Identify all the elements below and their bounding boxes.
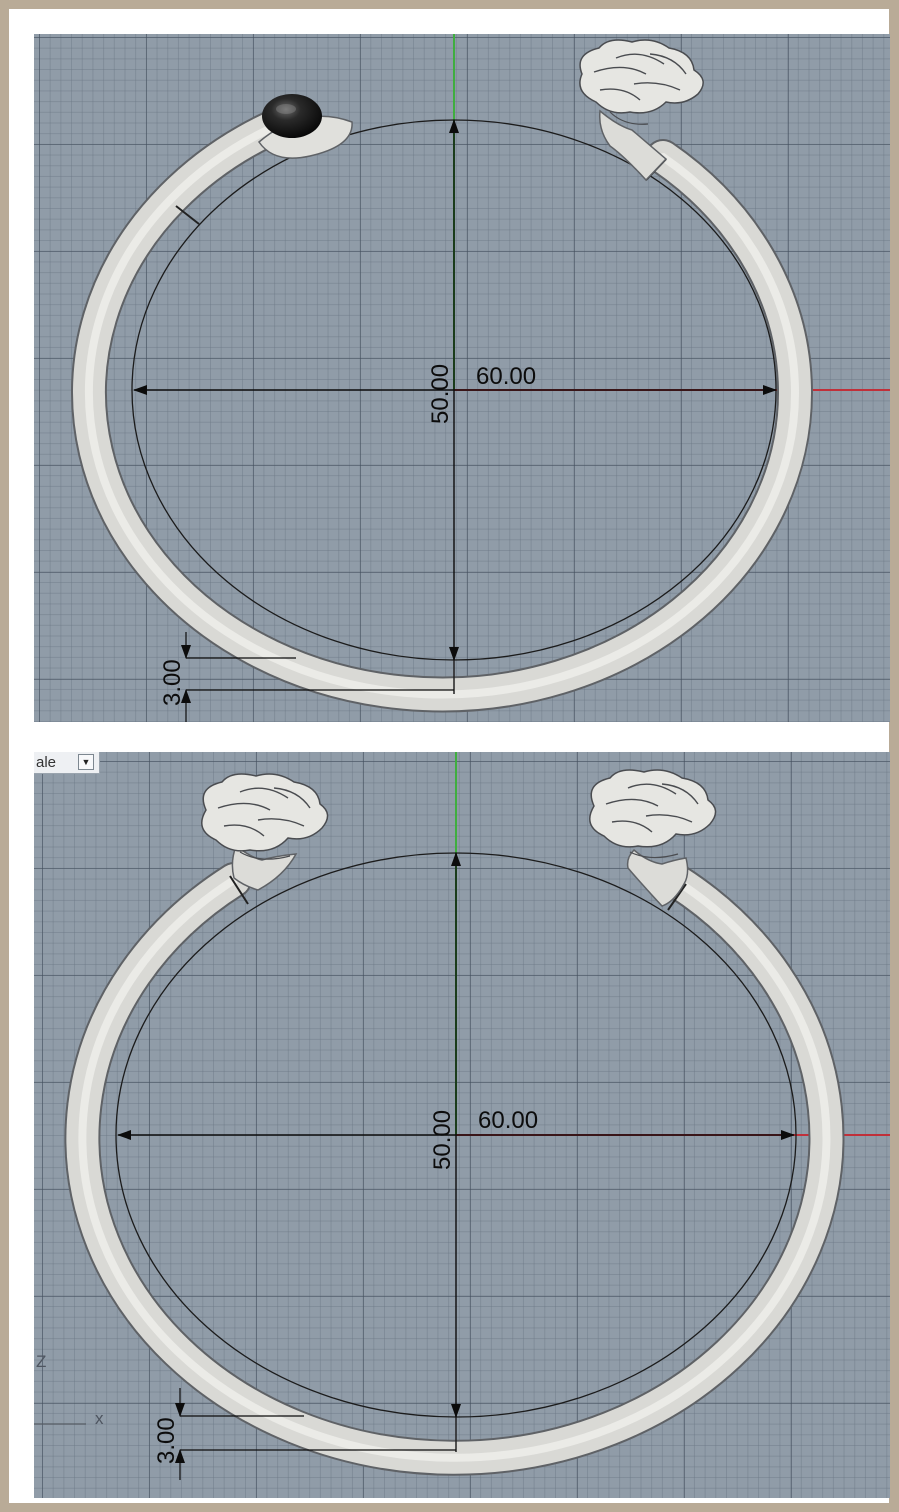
chevron-down-icon[interactable]: ▼ — [78, 754, 94, 770]
viewport-bottom[interactable]: 60.00 50.00 3.00 — [34, 752, 890, 1498]
rose-icon-left — [201, 773, 329, 891]
width-dimension-label: 60.00 — [478, 1107, 538, 1134]
seam-line-left — [175, 205, 200, 225]
stone-icon — [262, 94, 322, 138]
height-dimension-label: 50.00 — [427, 364, 454, 424]
viewport-bottom-canvas: 60.00 50.00 3.00 — [34, 752, 890, 1480]
seam-line-right — [667, 883, 687, 911]
thickness-dimension: 3.00 — [159, 632, 454, 722]
rose-icon — [579, 39, 704, 182]
thickness-dimension-label: 3.00 — [153, 1417, 180, 1464]
height-dimension-label: 50.00 — [429, 1110, 456, 1170]
thickness-dimension: 3.00 — [153, 1388, 456, 1480]
scale-dropdown-label: ale — [36, 754, 57, 771]
axis-label-z: Z — [36, 1352, 47, 1371]
seam-line-left — [229, 875, 249, 905]
axis-label-x: x — [95, 1409, 104, 1428]
stone-end — [257, 94, 353, 159]
width-dimension-label: 60.00 — [476, 363, 536, 390]
viewport-top[interactable]: 60.00 50.00 3.00 — [34, 34, 890, 722]
viewport-top-canvas: 60.00 50.00 3.00 — [71, 34, 890, 722]
rose-icon-right — [589, 769, 717, 907]
thickness-dimension-label: 3.00 — [159, 659, 186, 706]
scale-dropdown[interactable]: ale ▼ — [34, 752, 100, 774]
